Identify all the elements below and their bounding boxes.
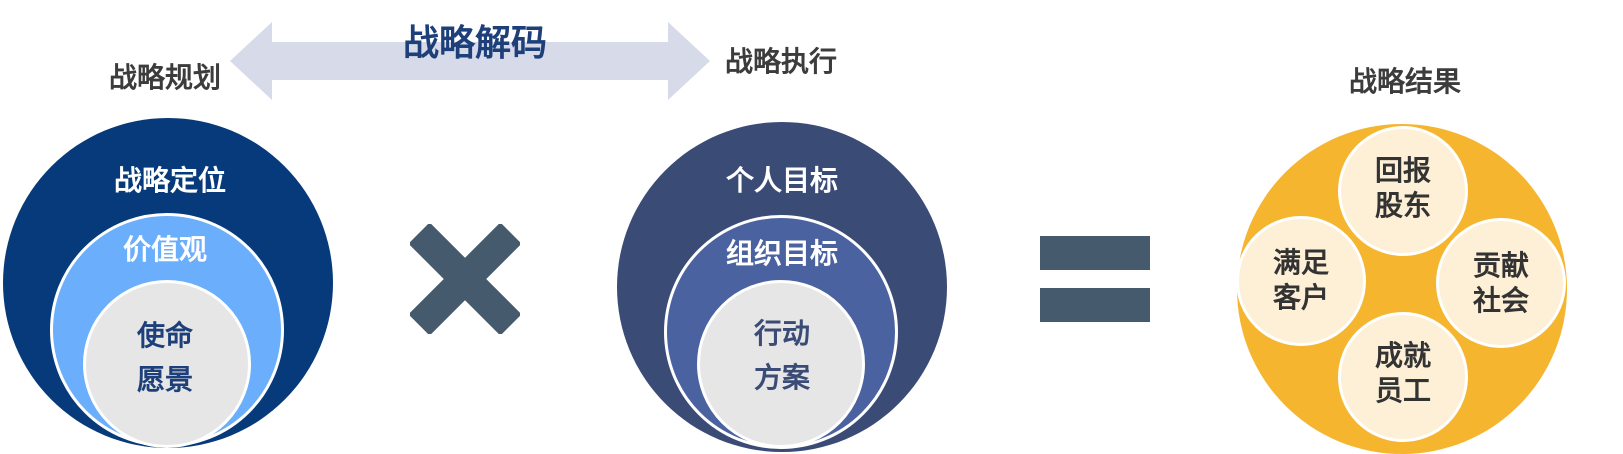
positioning-label: 战略定位: [113, 164, 226, 197]
action-plan-circle: [697, 280, 865, 448]
society-circle: [1436, 218, 1566, 348]
customers-label-1: 满足: [1272, 246, 1329, 279]
customers-label-2: 客户: [1272, 281, 1329, 314]
double-arrow-icon: [230, 22, 710, 100]
values-label: 价值观: [122, 233, 207, 266]
strategy-planning-label: 战略规划: [108, 61, 221, 94]
mission-vision-circle: [83, 280, 251, 448]
society-label-1: 贡献: [1472, 249, 1529, 282]
plan-label: 方案: [753, 361, 810, 394]
shareholders-label-2: 股东: [1374, 189, 1431, 222]
equals-icon: [1040, 236, 1150, 322]
vision-label: 愿景: [136, 363, 193, 396]
mission-label: 使命: [136, 319, 193, 352]
shareholders-circle: [1338, 126, 1468, 256]
strategy-execution-label: 战略执行: [724, 45, 837, 78]
personal-goal-label: 个人目标: [725, 164, 838, 197]
shareholders-label-1: 回报: [1374, 154, 1431, 187]
employees-circle: [1338, 312, 1468, 442]
customers-circle: [1236, 216, 1366, 346]
action-label: 行动: [753, 317, 810, 350]
organization-goal-label: 组织目标: [725, 237, 838, 270]
employees-label-1: 成就: [1374, 339, 1431, 372]
strategy-result-label: 战略结果: [1348, 65, 1461, 98]
multiply-icon: [410, 224, 520, 334]
employees-label-2: 员工: [1374, 374, 1431, 407]
society-label-2: 社会: [1472, 284, 1529, 317]
strategy-decode-title: 战略解码: [402, 23, 547, 64]
